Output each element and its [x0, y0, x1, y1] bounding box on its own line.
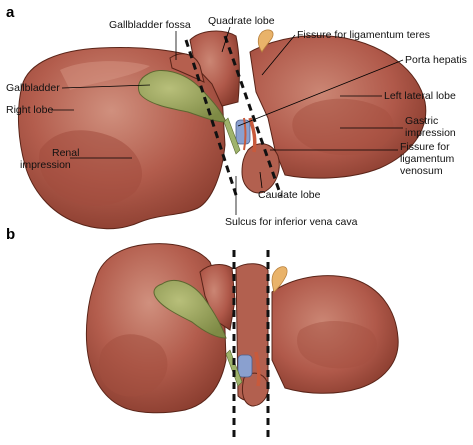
panel-a: a Gallbladder fossa — [6, 4, 467, 230]
ligamentum-teres — [257, 29, 274, 53]
label-gastric-impression: Gastric impression — [405, 115, 456, 139]
panel-b: b — [6, 226, 399, 440]
panel-b-letter: b — [6, 226, 15, 243]
label-gallbladder-fossa: Gallbladder fossa — [109, 19, 191, 31]
gastric-impression — [292, 98, 394, 156]
gallbladder-b — [153, 280, 227, 339]
cut-line-a-left — [184, 39, 239, 199]
label-porta-hepatis: Porta hepatis — [405, 54, 467, 66]
cut-line-a-right — [223, 35, 283, 197]
label-gallbladder: Gallbladder — [6, 82, 60, 94]
label-fissure-venosum: Fissure for ligamentum venosum — [400, 141, 457, 177]
label-caudate-lobe: Caudate lobe — [258, 189, 321, 201]
porta-hepatis-vessels-b — [225, 349, 261, 387]
label-renal-impression: Renal impression — [20, 147, 82, 171]
panel-a-letter: a — [6, 4, 15, 21]
label-quadrate-lobe: Quadrate lobe — [208, 15, 275, 27]
caudate-lobe — [241, 143, 280, 194]
label-right-lobe: Right lobe — [6, 104, 53, 116]
label-sulcus-ivc: Sulcus for inferior vena cava — [225, 216, 358, 228]
label-left-lateral-lobe: Left lateral lobe — [384, 90, 456, 102]
ligamentum-teres-b — [271, 266, 288, 293]
gallbladder — [137, 70, 227, 123]
renal-impression — [39, 130, 143, 206]
label-fissure-teres: Fissure for ligamentum teres — [297, 29, 430, 41]
quadrate-lobe — [189, 30, 240, 107]
left-lateral-lobe-b — [271, 275, 399, 394]
